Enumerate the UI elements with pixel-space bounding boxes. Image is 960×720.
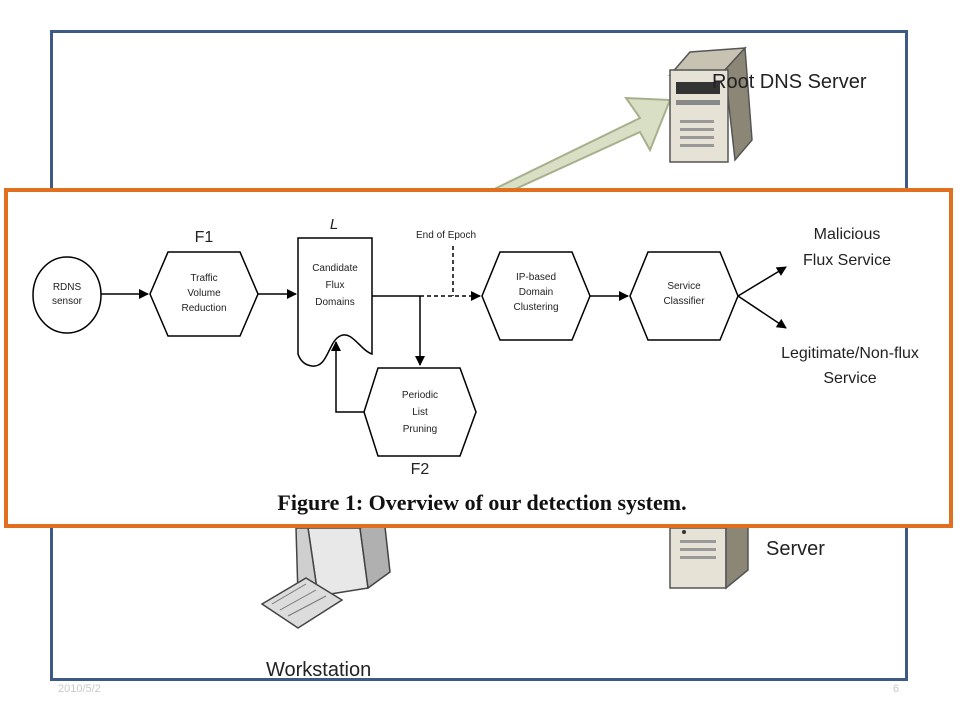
root-dns-label: Root DNS Server: [712, 71, 867, 93]
plp-line-1: Periodic: [402, 390, 438, 401]
server-icon: [669, 508, 749, 590]
ipdc-line-2: Domain: [519, 287, 553, 298]
workstation-icon: [260, 516, 391, 629]
traffic-volume-reduction-node: [149, 251, 259, 337]
f1-label: F1: [195, 229, 214, 246]
server-label: Server: [766, 538, 825, 560]
ipdc-line-3: Clustering: [513, 302, 558, 313]
arrow-to-malicious: [737, 266, 787, 297]
legitimate-line-2: Service: [823, 370, 876, 387]
malicious-line-1: Malicious: [814, 226, 881, 243]
sc-line-1: Service: [667, 281, 701, 292]
big-arrow-icon: [479, 96, 672, 197]
cfd-line-3: Domains: [315, 297, 354, 308]
rdns-sensor-line-2: sensor: [52, 296, 83, 307]
l-label: L: [330, 216, 338, 233]
cfd-line-1: Candidate: [312, 263, 358, 274]
tvr-line-2: Volume: [187, 288, 221, 299]
plp-line-3: Pruning: [403, 424, 437, 435]
malicious-line-2: Flux Service: [803, 252, 891, 269]
tvr-line-3: Reduction: [181, 303, 226, 314]
legitimate-line-1: Legitimate/Non-flux: [781, 345, 919, 362]
arrow-pruning-feedback: [331, 341, 364, 413]
cfd-line-2: Flux: [326, 280, 345, 291]
figure-caption: Figure 1: Overview of our detection syst…: [277, 490, 686, 515]
candidate-flux-domains-node: [297, 237, 373, 367]
tvr-line-1: Traffic: [190, 273, 217, 284]
plp-line-2: List: [412, 407, 428, 418]
rdns-sensor-node: [32, 256, 102, 334]
arrow-to-legitimate: [737, 295, 787, 329]
root-dns-server-icon: [668, 46, 753, 163]
workstation-label: Workstation: [266, 659, 371, 681]
ip-domain-clustering-node: [481, 251, 591, 341]
end-of-epoch-label: End of Epoch: [416, 230, 476, 241]
ipdc-line-1: IP-based: [516, 272, 556, 283]
footer-date: 2010/5/2: [58, 683, 101, 695]
footer-page-number: 6: [893, 683, 900, 695]
service-classifier-node: [629, 251, 739, 341]
f2-label: F2: [411, 461, 430, 478]
diagram-overlay: [4, 188, 953, 528]
rdns-sensor-line-1: RDNS: [53, 282, 82, 293]
sc-line-2: Classifier: [663, 296, 705, 307]
